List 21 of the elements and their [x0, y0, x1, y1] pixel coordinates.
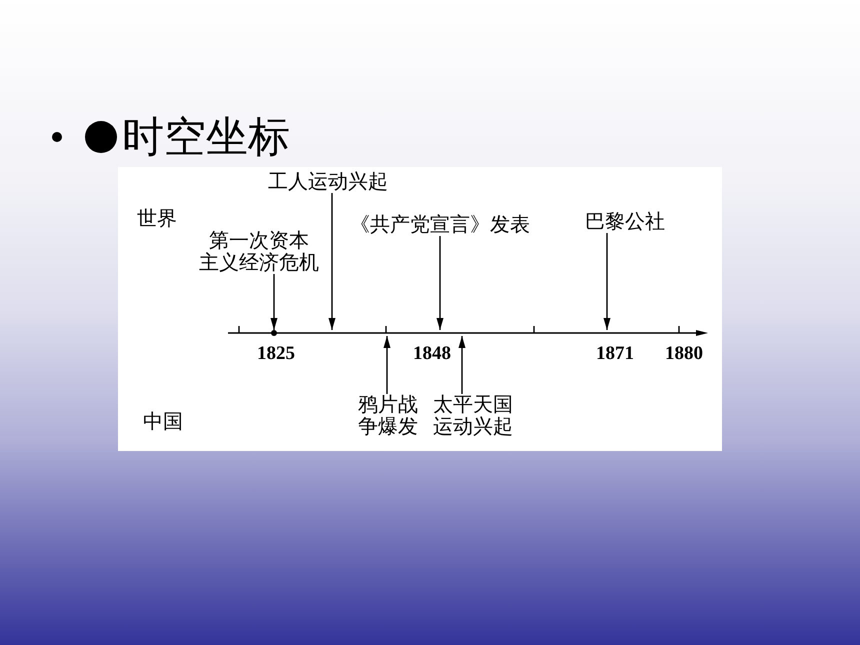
event-label: 鸦片战争爆发: [356, 394, 420, 438]
event-label: 巴黎公社: [583, 211, 667, 233]
arrow: [384, 336, 390, 394]
arrow: [270, 274, 278, 330]
arrow: [458, 336, 466, 394]
event-label: 太平天国运动兴起: [431, 394, 515, 438]
event-label: 第一次资本主义经济危机: [197, 230, 321, 274]
year-label: 1871: [596, 344, 634, 363]
row-label: 世界: [137, 208, 177, 230]
arrow: [436, 236, 444, 330]
event-label: 工人运动兴起: [266, 171, 390, 193]
timeline-axis: [228, 330, 708, 336]
arrow: [328, 193, 336, 330]
year-label: 1880: [665, 344, 703, 363]
year-label: 1825: [257, 344, 295, 363]
event-label: 《共产党宣言》发表: [348, 214, 532, 236]
year-label: 1848: [413, 344, 451, 363]
timeline-dot: [271, 330, 277, 336]
slide-title: 时空坐标: [122, 112, 290, 162]
row-label: 中国: [143, 411, 183, 433]
arrow: [604, 233, 610, 330]
